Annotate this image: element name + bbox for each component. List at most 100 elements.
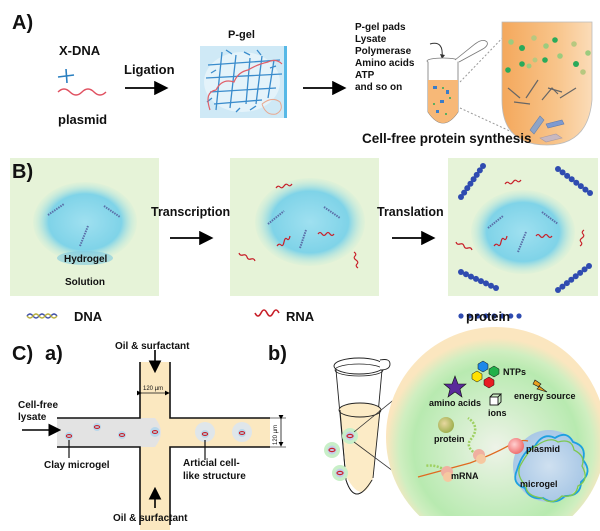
protein-bead [493,285,499,291]
lightning-icon [532,379,548,393]
protein-ball-icon [438,417,454,433]
small-tube-icon [426,40,488,124]
protein-bead [555,287,561,293]
protein-bead [568,176,575,183]
dna-helix-icon [267,206,341,249]
pgel-block [200,46,287,118]
xdna-cross-icon [57,68,75,84]
protein-bead [563,280,570,287]
droplet-in-tube [332,465,348,481]
amino-acid-dots [505,35,591,75]
protein-bead [581,266,588,273]
protein-bead [564,172,571,179]
plasmid-label-zoom: plasmid [526,444,560,454]
protein-bead [491,313,497,319]
protein-bead [470,176,477,183]
width-dimension-v: 120 µm [137,386,170,396]
channel-width-v: 120 µm [143,386,163,392]
eppendorf-tube [324,357,391,495]
clay-sheets [529,115,565,143]
panel-c: C) a) 12 [12,327,600,531]
legend-protein: protein [458,309,522,324]
reagent-item: ATP [355,70,375,81]
reagent-list: P-gel pads Lysate Polymerase Amino acids… [355,22,415,93]
protein-bead [587,190,593,196]
protein-bead [473,171,480,178]
legend-rna-label: RNA [286,309,315,324]
panel-b: Hydrogel Solution B) Transcription Trans… [10,158,598,324]
rna-strand-icon [238,183,359,269]
protein-bead [573,179,580,186]
polymerase-fragments [507,79,577,105]
protein-bead [483,280,489,287]
artificial-cell-label-line2: like structure [183,471,246,482]
cfps-caption: Cell-free protein synthesis [362,131,532,146]
legend-protein-label: protein [466,309,510,324]
protein-bead [468,273,474,280]
pgel-label: P-gel [228,29,255,41]
panel-c-sub-a-label: a) [45,343,63,365]
protein-bead [559,169,566,176]
protein-bead [474,313,481,319]
legend-rna: RNA [254,309,315,324]
plasmid-label: plasmid [58,112,107,127]
protein-bead [586,263,592,269]
protein-bead [464,185,471,192]
rna-strand-icon [455,179,585,251]
protein-bead [572,273,579,280]
hydrogel-label: Hydrogel [64,254,108,265]
clay-microgel-label: Clay microgel [44,460,110,471]
protein-bead [458,313,464,319]
xdna-label: X-DNA [59,43,101,58]
translation-label: Translation [377,205,444,219]
reagent-item: P-gel pads [355,22,406,33]
protein-bead [458,269,464,275]
protein-bead [568,276,575,283]
panel-a-label: A) [12,12,33,34]
legend-dna-label: DNA [74,309,103,324]
protein-bead [577,183,584,190]
panel-c-label: C) [12,343,33,365]
protein-bead [461,189,468,196]
width-dimension-h: 120 µm [270,415,286,448]
ions-cube-icon [489,393,503,406]
stage-protein [448,158,598,296]
amino-acids-label: amino acids [429,398,481,408]
reagent-item: Polymerase [355,46,412,57]
stage-rna [230,158,379,296]
solution-label: Solution [65,277,105,288]
protein-bead [473,275,479,282]
legend: DNA RNA protein [26,309,522,324]
protein-bead [488,282,494,289]
ions-label: ions [488,408,507,418]
artificial-cell-zoom [385,327,600,531]
dna-helix-icon [487,211,559,253]
panel-c-sub-b-label: b) [268,343,287,365]
energy-source-label: energy source [514,391,576,401]
lysate-label-line2: lysate [18,412,47,423]
protein-bead [582,186,589,193]
dna-helix-icon [47,203,121,247]
panel-a: A) X-DNA plasmid Ligation P-gel P-gel pa… [12,12,593,146]
microfluidic-chip: 120 µm 120 µm [22,350,286,530]
transcription-label: Transcription [151,205,230,219]
plasmid-strand [514,433,589,503]
ntps-icon [471,360,500,389]
protein-bead [463,271,469,278]
polymerase-icon [508,438,524,454]
protein-bead [577,269,584,276]
protein-bead [467,180,474,187]
protein-bead [555,166,561,172]
microgel-label: microgel [520,479,558,489]
artificial-cell-label-line1: Articial cell- [183,458,240,469]
protein-bead [499,313,506,319]
reagent-item: Amino acids [355,58,415,69]
mrna-label: mRNA [451,471,479,481]
reagent-item: Lysate [355,34,387,45]
amino-acid-star-icon [443,375,467,398]
protein-bead [508,313,514,319]
oil-label-top: Oil & surfactant [115,341,190,352]
protein-label: protein [434,434,465,444]
lysate-label-line1: Cell-free [18,400,58,411]
